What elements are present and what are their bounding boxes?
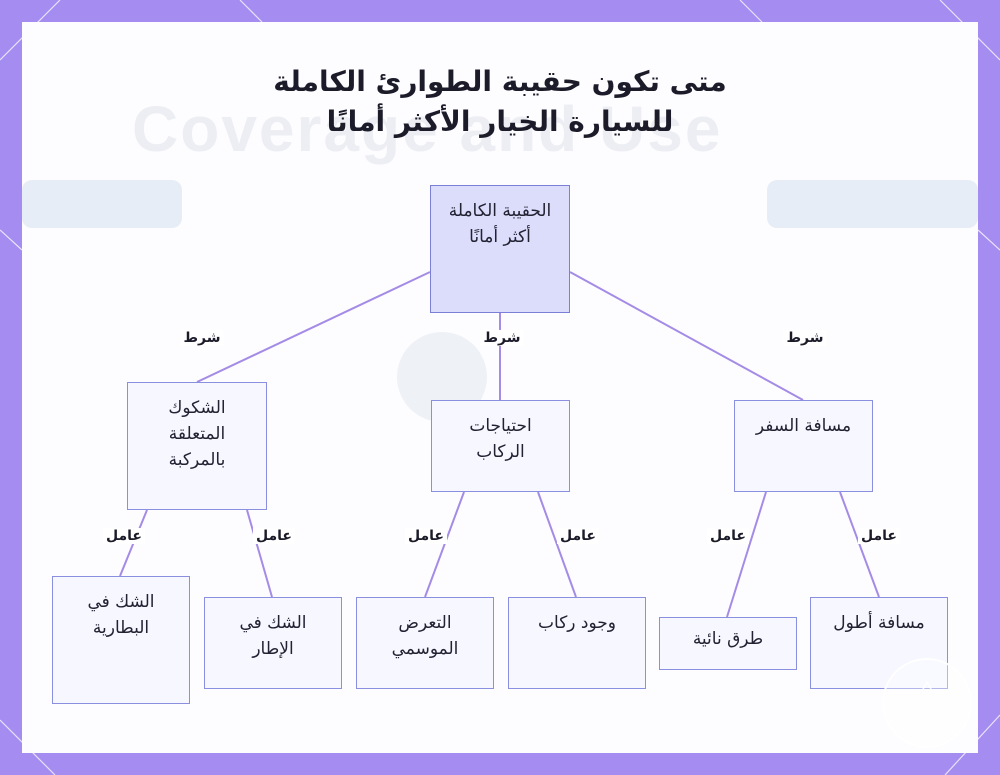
node-battery-doubt-label: الشك في البطارية xyxy=(87,592,155,638)
background-pill-right xyxy=(767,180,978,228)
node-root-full-kit-safer: الحقيبة الكاملة أكثر أمانًا xyxy=(430,185,570,313)
edge-label-factor-remote: عامل xyxy=(707,528,749,544)
edge-label-condition-passengers: شرط xyxy=(480,330,524,346)
edge-label-condition-distance: شرط xyxy=(783,330,827,346)
node-tire-doubt: الشك في الإطار xyxy=(204,597,342,689)
node-passengers-present: وجود ركاب xyxy=(508,597,646,689)
edge-distance-remote xyxy=(726,491,767,618)
diagram-card: Coverage and Use متى تكون حقيبة الطوارئ … xyxy=(22,22,978,753)
node-travel-distance-label: مسافة السفر xyxy=(755,416,852,436)
edge-label-condition-vehicle: شرط xyxy=(180,330,224,346)
background-pill-left xyxy=(22,180,182,228)
node-root-label: الحقيبة الكاملة أكثر أمانًا xyxy=(448,201,552,247)
edge-label-factor-present: عامل xyxy=(557,528,599,544)
node-passenger-needs-label: احتياجات الركاب xyxy=(469,416,532,462)
node-remote-roads: طرق نائية xyxy=(659,617,797,670)
edge-label-factor-battery: عامل xyxy=(103,528,145,544)
node-seasonal-exposure: التعرض الموسمي xyxy=(356,597,494,689)
brand-logo-icon xyxy=(882,658,972,748)
node-vehicle-doubts: الشكوك المتعلقة بالمركبة xyxy=(127,382,267,510)
node-passengers-present-label: وجود ركاب xyxy=(538,613,616,633)
background-watermark: Coverage and Use xyxy=(132,93,723,165)
edge-passengers-present xyxy=(537,491,577,598)
edge-root-vehicle xyxy=(196,271,431,383)
node-seasonal-exposure-label: التعرض الموسمي xyxy=(391,613,459,659)
title-line-1: متى تكون حقيبة الطوارئ الكاملة xyxy=(273,65,727,98)
title-line-2: للسيارة الخيار الأكثر أمانًا xyxy=(326,105,674,138)
node-longer-distance-label: مسافة أطول xyxy=(833,613,925,633)
node-battery-doubt: الشك في البطارية xyxy=(52,576,190,704)
node-tire-doubt-label: الشك في الإطار xyxy=(239,613,307,659)
edge-root-distance xyxy=(569,271,804,401)
edge-label-factor-seasonal: عامل xyxy=(405,528,447,544)
diagram-edges xyxy=(119,271,880,618)
edge-passengers-seasonal xyxy=(424,491,465,598)
edge-label-factor-tire: عامل xyxy=(253,528,295,544)
edge-label-factor-longer: عامل xyxy=(858,528,900,544)
node-vehicle-doubts-label: الشكوك المتعلقة بالمركبة xyxy=(168,398,226,470)
node-passenger-needs: احتياجات الركاب xyxy=(431,400,570,492)
edge-distance-longer xyxy=(839,491,880,598)
node-remote-roads-label: طرق نائية xyxy=(692,628,764,649)
node-travel-distance: مسافة السفر xyxy=(734,400,873,492)
edge-vehicle-tire xyxy=(246,509,273,598)
